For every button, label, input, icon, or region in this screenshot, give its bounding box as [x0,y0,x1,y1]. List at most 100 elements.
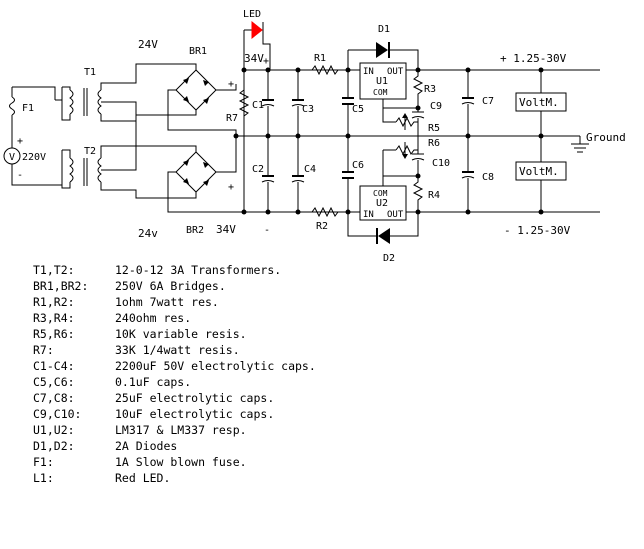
u1-name-label: U1 [376,76,388,87]
legend-row: D1,D2: 2A Diodes [33,438,316,454]
voltmeter-bottom: VoltM. [515,136,567,215]
legend-row: U1,U2: LM317 & LM337 resp. [33,422,316,438]
legend-value: 25uF electrolytic caps. [115,391,275,405]
legend-row: R1,R2: 1ohm 7watt res. [33,294,316,310]
c2-label: C2 [252,164,264,175]
voltm-top-label: VoltM. [519,96,559,109]
transformer-t1: T1 [61,63,176,136]
led-label: LED [243,9,261,20]
v34-bottom-label: 34V [216,223,236,236]
legend-value: 240ohm res. [115,311,192,325]
legend-value: 1ohm 7watt res. [115,295,219,309]
legend-key: L1: [33,471,54,485]
c1-label: C1 [252,100,264,111]
v24-top-label: 24V [138,38,158,51]
legend-value: Red LED. [115,471,171,485]
legend-value: 1A Slow blown fuse. [115,455,247,469]
schematic-diagram: V F1 220V + - T1 T2 24V 24v [3,9,626,262]
legend-key: BR1,BR2: [33,279,89,293]
ground-symbol: Ground [571,131,626,153]
legend-row: C7,C8: 25uF electrolytic caps. [33,390,316,406]
fuse-f1 [9,96,15,116]
u1-in-label: IN [363,67,374,77]
legend-row: R5,R6:10K variable resis. [33,326,316,342]
f1-label: F1 [22,103,34,114]
u2-com-label: COM [373,189,388,198]
legend-row: R3,R4: 240ohm res. [33,310,316,326]
legend-key: C7,C8: [33,391,75,405]
legend-key: U1,U2: [33,423,75,437]
d1-label: D1 [378,24,390,35]
bridge-br2: BR2 + [167,136,244,236]
legend-value: LM317 & LM337 resp. [115,423,247,437]
regulator-u2: COM U2 IN OUT [352,176,600,221]
c9-label: C9 [430,101,442,112]
d2-label: D2 [383,253,395,262]
v24-bottom-label: 24v [138,227,158,240]
legend-key: T1,T2: [33,263,75,277]
adjust-lower: R6 C10 R4 [382,136,450,215]
rail-minus: - [264,225,270,236]
legend-row: C1-C4:2200uF 50V electrolytic caps. [33,358,316,374]
resistor-r1: R1 [311,53,339,76]
legend-value: 10K variable resis. [115,327,247,341]
r1-label: R1 [314,53,326,64]
legend-row: F1:1A Slow blown fuse. [33,454,316,470]
bridge-br1: BR1 + [167,46,237,136]
v220-label: 220V [22,152,46,163]
c4-label: C4 [304,164,316,175]
t2-label: T2 [84,146,96,157]
adjust-upper: R3 C9 R5 [382,67,442,136]
caps-c5-c6: C5 C6 [342,67,364,215]
voltm-bottom-label: VoltM. [519,165,559,178]
rail-plus: + [263,56,269,67]
br2-label: BR2 [186,225,204,236]
legend-row: BR1,BR2:250V 6A Bridges. [33,278,316,294]
output-negative-label: - 1.25-30V [504,224,571,237]
transformer-t2: T2 [61,136,176,199]
voltmeter-top: VoltM. [515,67,567,139]
legend-row: T1,T2: 12-0-12 3A Transformers. [33,262,316,278]
r7-label: R7 [226,113,238,124]
u2-in-label: IN [363,210,374,220]
legend-key: R7: [33,343,54,357]
u1-out-label: OUT [387,67,404,77]
regulator-u1: IN OUT U1 COM [352,62,600,109]
u1-com-label: COM [373,88,388,97]
t1-label: T1 [84,67,96,78]
v34-top-label: 34V [244,52,264,65]
br2-plus: + [228,182,234,193]
caps-c7-c8: C7 C8 [461,67,494,215]
legend-key: R1,R2: [33,295,75,309]
mains-input: V F1 220V + - [3,86,63,186]
u2-name-label: U2 [376,198,388,209]
r3-label: R3 [424,84,436,95]
legend-key: R3,R4: [33,311,75,325]
component-legend: T1,T2:12-0-12 3A Transformers.BR1,BR2:25… [33,262,316,486]
u2-out-label: OUT [387,210,404,220]
legend-key: C9,C10: [33,407,82,421]
legend-row: R7: 33K 1/4watt resis. [33,342,316,358]
legend-value: 33K 1/4watt resis. [115,343,240,357]
c3-label: C3 [302,104,314,115]
meter-v-label: V [9,152,15,163]
source-minus: - [17,170,23,181]
legend-value: 12-0-12 3A Transformers. [115,263,282,277]
resistor-r2: R2 [311,206,339,232]
c8-label: C8 [482,172,494,183]
legend-key: D1,D2: [33,439,75,453]
diode-d2: D2 [347,212,419,262]
diode-d1: D1 [347,24,419,70]
output-positive-label: + 1.25-30V [500,52,567,65]
c7-label: C7 [482,96,494,107]
c10-label: C10 [432,158,450,169]
caps-c1-c4: C1 C3 C2 C4 [252,70,316,212]
legend-value: 2200uF 50V electrolytic caps. [115,359,316,373]
r6-label: R6 [428,138,440,149]
c6-label: C6 [352,160,364,171]
led-l1: LED [243,9,271,90]
br1-plus: + [228,79,234,90]
r2-label: R2 [316,221,328,232]
legend-value: 2A Diodes [115,439,178,453]
r4-label: R4 [428,190,440,201]
